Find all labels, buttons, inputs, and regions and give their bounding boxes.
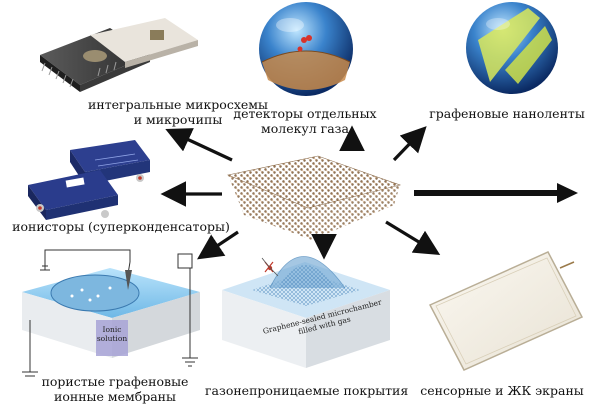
arrow-right-large-head [557, 183, 578, 203]
label-nanoribbons: графеновые наноленты [429, 106, 585, 121]
gas-detector-sphere [259, 2, 353, 96]
label-microchips-line2: и микрочипы [133, 112, 223, 127]
label-membranes-line2: ионные мембраны [54, 389, 176, 404]
label-membranes: пористые графеновые ионные мембраны [40, 374, 190, 404]
label-coatings: газонепроницаемые покрытия [205, 383, 409, 398]
label-gas-detectors: детекторы отдельных молекул газа [220, 106, 390, 136]
connection-arrows [160, 125, 441, 260]
touch-screen-image [428, 251, 584, 371]
label-screens: сенсорные и ЖК экраны [420, 383, 584, 398]
microchip-image [40, 18, 198, 92]
graphene-sheet [226, 155, 402, 240]
label-supercapacitors: ионисторы (суперконденсаторы) [12, 219, 230, 234]
label-microchips: интегральные микросхемы и микрочипы [78, 97, 278, 127]
arrow-to-screens [385, 220, 441, 255]
inset-ionic-solution: Ionic solution [94, 325, 130, 343]
label-membranes-line1: пористые графеновые [41, 374, 189, 389]
inset-ionic-line1: Ionic [102, 325, 122, 334]
inset-ionic-line2: solution [96, 334, 128, 343]
arrow-to-membranes [197, 230, 239, 260]
supercapacitor-image [28, 140, 150, 220]
membrane-image [22, 249, 200, 377]
arrow-to-microchips [165, 128, 233, 162]
label-gas-detectors-line2: молекул газа [261, 121, 349, 136]
nanoribbons-sphere [466, 2, 558, 94]
arrow-to-nanoribbons [392, 126, 427, 162]
label-microchips-line1: интегральные микросхемы [88, 97, 268, 112]
label-gas-detectors-line1: детекторы отдельных [233, 106, 377, 121]
microchamber-image [222, 256, 390, 368]
